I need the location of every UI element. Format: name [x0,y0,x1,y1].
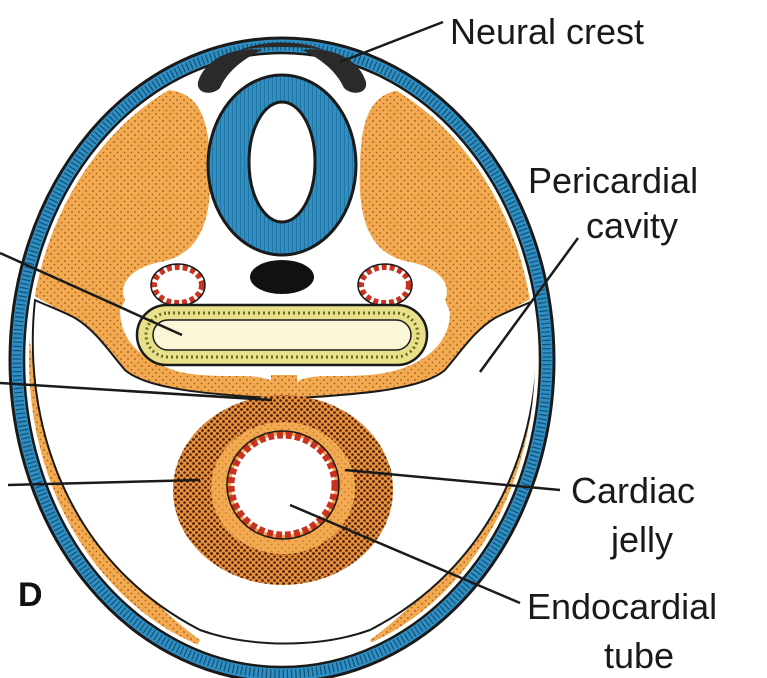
foregut-lumen [153,320,411,350]
label-pericardial-line2: cavity [586,205,678,246]
label-cardiac-line2: jelly [610,519,673,560]
label-endocardial-line2: tube [604,635,674,676]
dorsal-aorta-right [361,267,409,303]
endocardial-tube [231,435,335,535]
dorsal-aorta-left [154,267,202,303]
notochord [250,260,314,294]
neural-tube-lumen [249,102,315,222]
label-pericardial-line1: Pericardial [528,160,698,201]
panel-letter: D [18,576,43,614]
label-cardiac-line1: Cardiac [571,470,695,511]
label-endocardial-line1: Endocardial [527,586,717,627]
leader-neural-crest [340,22,443,62]
label-neural-crest: Neural crest [450,11,644,52]
